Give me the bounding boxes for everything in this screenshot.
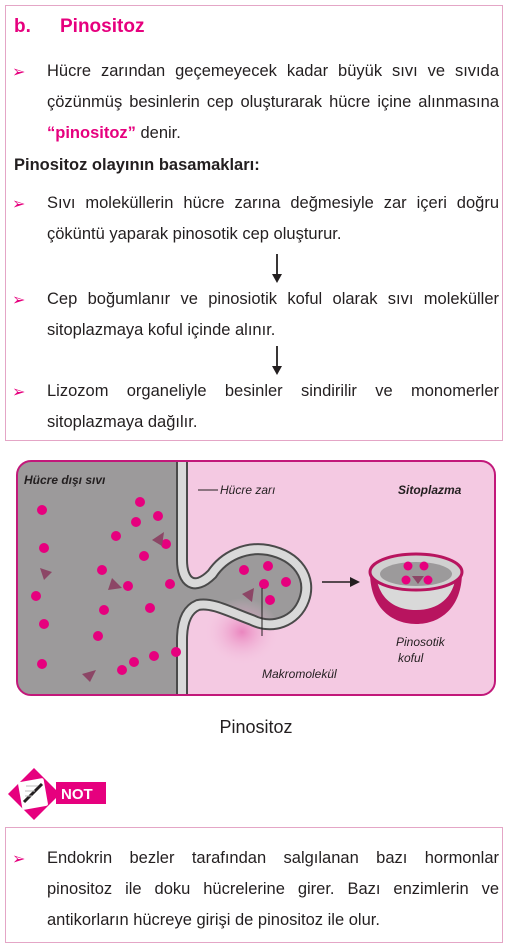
vesicle-label-line1: Pinosotik bbox=[396, 635, 446, 649]
vesicle-label-line2: koful bbox=[398, 651, 424, 665]
step-text: Cep boğumlanır ve pinosiotik koful olara… bbox=[47, 290, 499, 339]
molecule-dot bbox=[139, 551, 149, 561]
molecule-dot bbox=[145, 603, 155, 613]
arrow-bullet-icon: ➢ bbox=[12, 64, 26, 81]
molecule-dot bbox=[135, 497, 145, 507]
molecule-dot bbox=[165, 579, 175, 589]
pinocytic-vesicle bbox=[368, 552, 464, 624]
molecule-dot bbox=[37, 659, 47, 669]
arrow-bullet-icon: ➢ bbox=[12, 292, 26, 309]
triangle-molecule bbox=[242, 588, 254, 602]
molecule-dot bbox=[131, 517, 141, 527]
molecule-dot bbox=[99, 605, 109, 615]
extracellular-label: Hücre dışı sıvı bbox=[24, 473, 106, 487]
macromolecule-dots bbox=[31, 497, 291, 675]
cytoplasm-label: Sitoplazma bbox=[398, 483, 462, 497]
molecule-dot bbox=[161, 539, 171, 549]
membrane-label: Hücre zarı bbox=[220, 483, 275, 497]
step-text: Sıvı moleküllerin hücre zarına değmesiyl… bbox=[47, 194, 499, 243]
section-heading: b. Pinositoz bbox=[14, 16, 144, 38]
molecule-dot bbox=[93, 631, 103, 641]
arrow-bullet-icon: ➢ bbox=[12, 196, 26, 213]
arrow-bullet-icon: ➢ bbox=[12, 851, 26, 868]
triangle-molecule bbox=[152, 532, 164, 546]
molecule-dot bbox=[97, 565, 107, 575]
molecule-dot bbox=[149, 651, 159, 661]
note-text: Endokrin bezler tarafından salgılanan ba… bbox=[47, 849, 499, 929]
intro-highlight: “pinositoz” bbox=[47, 124, 136, 142]
intro-text-end: denir. bbox=[135, 124, 181, 142]
step-text: Lizozom organeliyle besinler sindirilir … bbox=[47, 382, 499, 431]
molecule-dot bbox=[37, 505, 47, 515]
molecule-dot bbox=[117, 665, 127, 675]
molecule-dot bbox=[39, 543, 49, 553]
triangle-molecule bbox=[40, 568, 52, 580]
steps-heading: Pinositoz olayının basamakları: bbox=[14, 156, 260, 174]
down-arrow-icon bbox=[272, 346, 282, 375]
molecule-dot bbox=[171, 647, 181, 657]
diagram-frame bbox=[16, 460, 496, 696]
note-badge-label: NOT bbox=[61, 786, 93, 803]
down-arrow-icon bbox=[272, 254, 282, 283]
section-title: Pinositoz bbox=[60, 16, 145, 37]
molecule-dot bbox=[239, 565, 249, 575]
macromolecule-label: Makromolekül bbox=[262, 667, 337, 681]
molecule-dot bbox=[31, 591, 41, 601]
molecule-dot bbox=[153, 511, 163, 521]
triangle-molecules bbox=[40, 532, 254, 682]
figure-caption: Pinositoz bbox=[219, 717, 293, 737]
intro-paragraph: Hücre zarından geçemeyecek kadar büyük s… bbox=[47, 56, 499, 149]
section-letter: b. bbox=[14, 16, 31, 37]
arrow-bullet-icon: ➢ bbox=[12, 384, 26, 401]
triangle-molecule bbox=[82, 670, 96, 682]
molecule-dot bbox=[281, 577, 291, 587]
pencil-icon bbox=[22, 782, 44, 804]
molecule-dot bbox=[263, 561, 273, 571]
triangle-molecule bbox=[108, 578, 122, 590]
molecule-dot bbox=[123, 581, 133, 591]
molecule-dot bbox=[265, 595, 275, 605]
pinocytosis-diagram: Hücre dışı sıvı Hücre zarı Sitoplazma Ma… bbox=[16, 460, 496, 696]
note-box bbox=[5, 827, 503, 943]
note-badge: NOT bbox=[8, 768, 106, 820]
molecule-dot bbox=[129, 657, 139, 667]
molecule-dot bbox=[39, 619, 49, 629]
intro-text: Hücre zarından geçemeyecek kadar büyük s… bbox=[47, 62, 499, 111]
molecule-dot bbox=[259, 579, 269, 589]
content-box bbox=[5, 5, 503, 441]
molecule-dot bbox=[111, 531, 121, 541]
